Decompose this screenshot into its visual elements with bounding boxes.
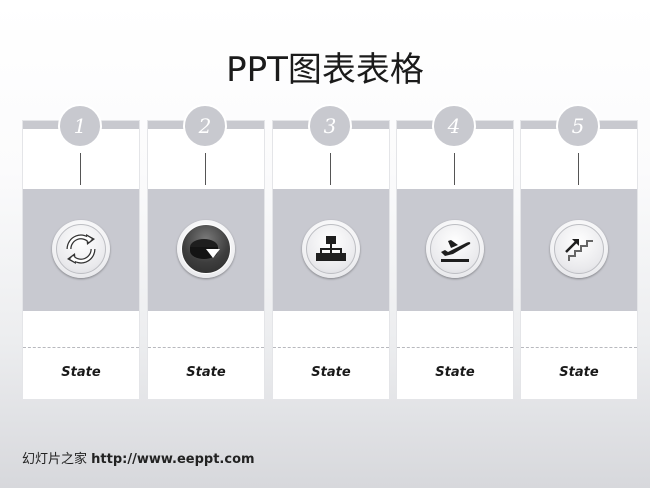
icon-band <box>521 189 637 311</box>
connector-line <box>330 153 331 185</box>
step-card-2: 2 State <box>148 104 264 399</box>
icon-band <box>397 189 513 311</box>
connector-line <box>454 153 455 185</box>
step-number-badge: 4 <box>432 104 476 148</box>
connector-line <box>205 153 206 185</box>
icon-button <box>550 220 608 278</box>
card-divider <box>521 347 637 348</box>
footer-url-link[interactable]: http://www.eeppt.com <box>91 452 255 467</box>
airplane-takeoff-icon <box>430 224 480 274</box>
pie-chart-icon <box>181 224 231 274</box>
connector-line <box>578 153 579 185</box>
connector-line <box>80 153 81 185</box>
step-number-badge: 2 <box>183 104 227 148</box>
card-label: State <box>435 365 475 380</box>
org-chart-icon <box>306 224 356 274</box>
icon-band <box>148 189 264 311</box>
step-number-badge: 1 <box>58 104 102 148</box>
stairs-up-icon <box>554 224 604 274</box>
card-divider <box>148 347 264 348</box>
icon-button <box>177 220 235 278</box>
step-card-1: 1 State <box>23 104 139 399</box>
card-divider <box>397 347 513 348</box>
step-card-3: 3 State <box>273 104 389 399</box>
step-number-badge: 3 <box>308 104 352 148</box>
footer-credit: 幻灯片之家 http://www.eeppt.com <box>22 448 255 467</box>
step-number-badge: 5 <box>556 104 600 148</box>
step-card-5: 5 State <box>521 104 637 399</box>
refresh-cycle-icon <box>56 224 106 274</box>
icon-button <box>52 220 110 278</box>
footer-brand: 幻灯片之家 <box>22 452 88 467</box>
card-divider <box>23 347 139 348</box>
icon-band <box>23 189 139 311</box>
card-label: State <box>61 365 101 380</box>
card-label: State <box>311 365 351 380</box>
icon-band <box>273 189 389 311</box>
icon-button <box>302 220 360 278</box>
card-label: State <box>559 365 599 380</box>
card-label: State <box>186 365 226 380</box>
icon-button <box>426 220 484 278</box>
page-title: PPT图表表格 <box>226 50 424 90</box>
step-card-4: 4 State <box>397 104 513 399</box>
card-divider <box>273 347 389 348</box>
